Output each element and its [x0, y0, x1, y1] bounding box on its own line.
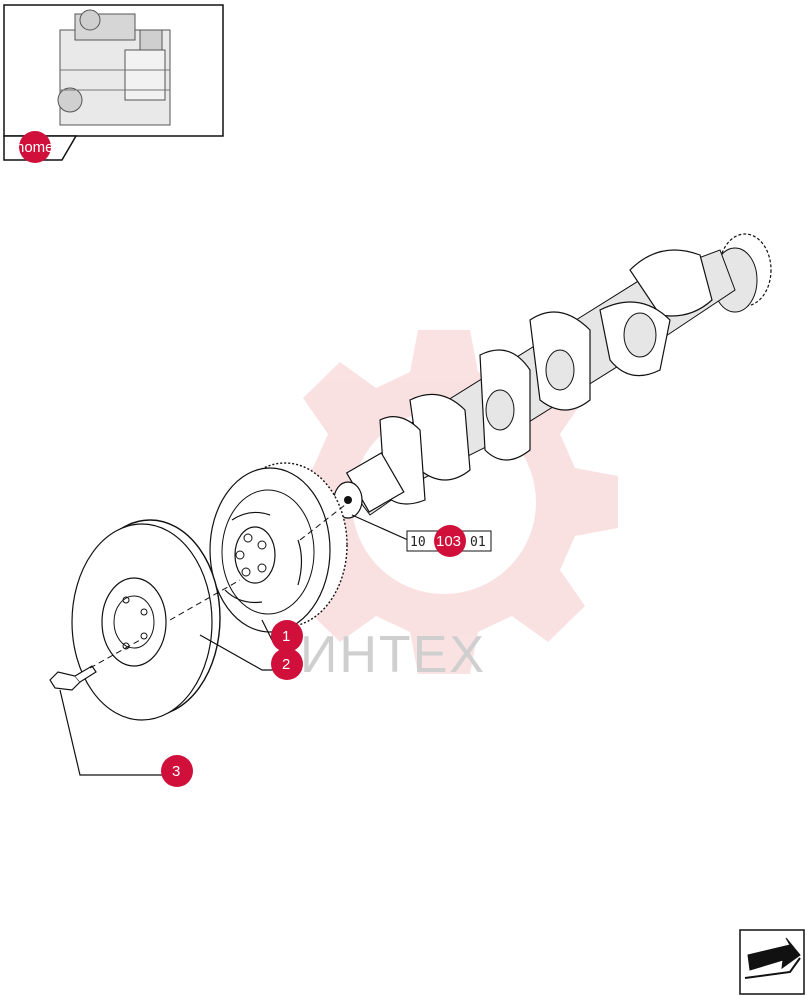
leader-line-3	[59, 689, 175, 776]
callout-1-label: 1	[282, 628, 290, 645]
watermark-text: ИНТЕХ	[300, 626, 486, 684]
engine-thumbnail-icon	[57, 9, 171, 126]
home-thumbnail[interactable]	[3, 4, 224, 137]
callout-2-label: 2	[282, 656, 290, 673]
leader-line-ref	[351, 514, 409, 541]
callout-3[interactable]: 3	[161, 755, 193, 787]
callout-1[interactable]: 1	[271, 620, 303, 652]
reference-suffix: 01	[470, 535, 486, 550]
reference-badge: 103	[436, 533, 461, 550]
callout-2[interactable]: 2	[271, 648, 303, 680]
next-page-arrow-icon[interactable]	[739, 929, 805, 995]
reference-prefix: 10	[410, 535, 426, 550]
timing-gear	[209, 462, 348, 633]
damper-pulley	[71, 519, 221, 721]
reference-link[interactable]: 10 01 103	[406, 525, 492, 557]
home-tab[interactable]: home	[3, 131, 78, 163]
bolt	[49, 665, 97, 691]
home-label: home	[16, 139, 54, 156]
assembly-axis	[89, 504, 346, 669]
callout-3-label: 3	[172, 763, 180, 780]
crankshaft	[333, 233, 772, 519]
